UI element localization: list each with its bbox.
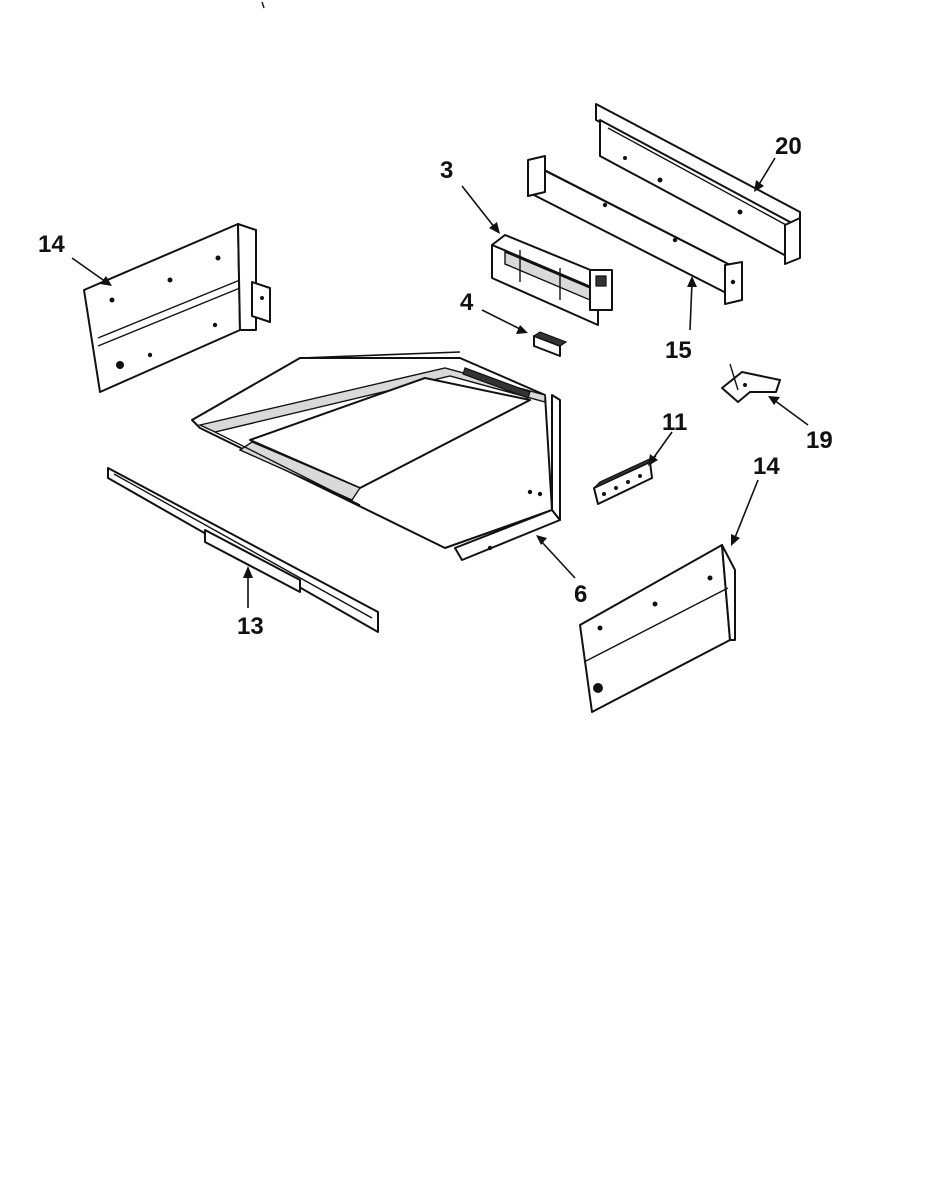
part-14-right-side-panel[interactable] [579,544,736,713]
part-15-front-bracket[interactable] [527,155,743,305]
part-19-bracket[interactable] [721,363,781,403]
callout-3: 3 [440,157,453,184]
top-mark [261,1,265,9]
callout-15: 15 [665,337,692,364]
callout-6: 6 [574,581,587,608]
part-4-clip[interactable] [532,331,568,357]
callout-19: 19 [806,427,833,454]
callout-14-right: 14 [753,453,780,480]
part-14-left-side-panel[interactable] [83,223,271,393]
part-3-switch-assembly[interactable] [491,234,613,326]
part-13-front-rail[interactable] [107,467,379,633]
part-6-baffle-assembly[interactable] [191,357,561,561]
callout-11: 11 [662,409,687,436]
callout-4: 4 [460,289,474,316]
callout-13: 13 [237,613,264,640]
callout-20: 20 [775,133,802,160]
leader-lines [71,157,809,608]
part-20-rear-bracket[interactable] [595,103,801,265]
callout-14-left: 14 [38,231,65,258]
part-11-terminal-block[interactable] [593,455,657,505]
